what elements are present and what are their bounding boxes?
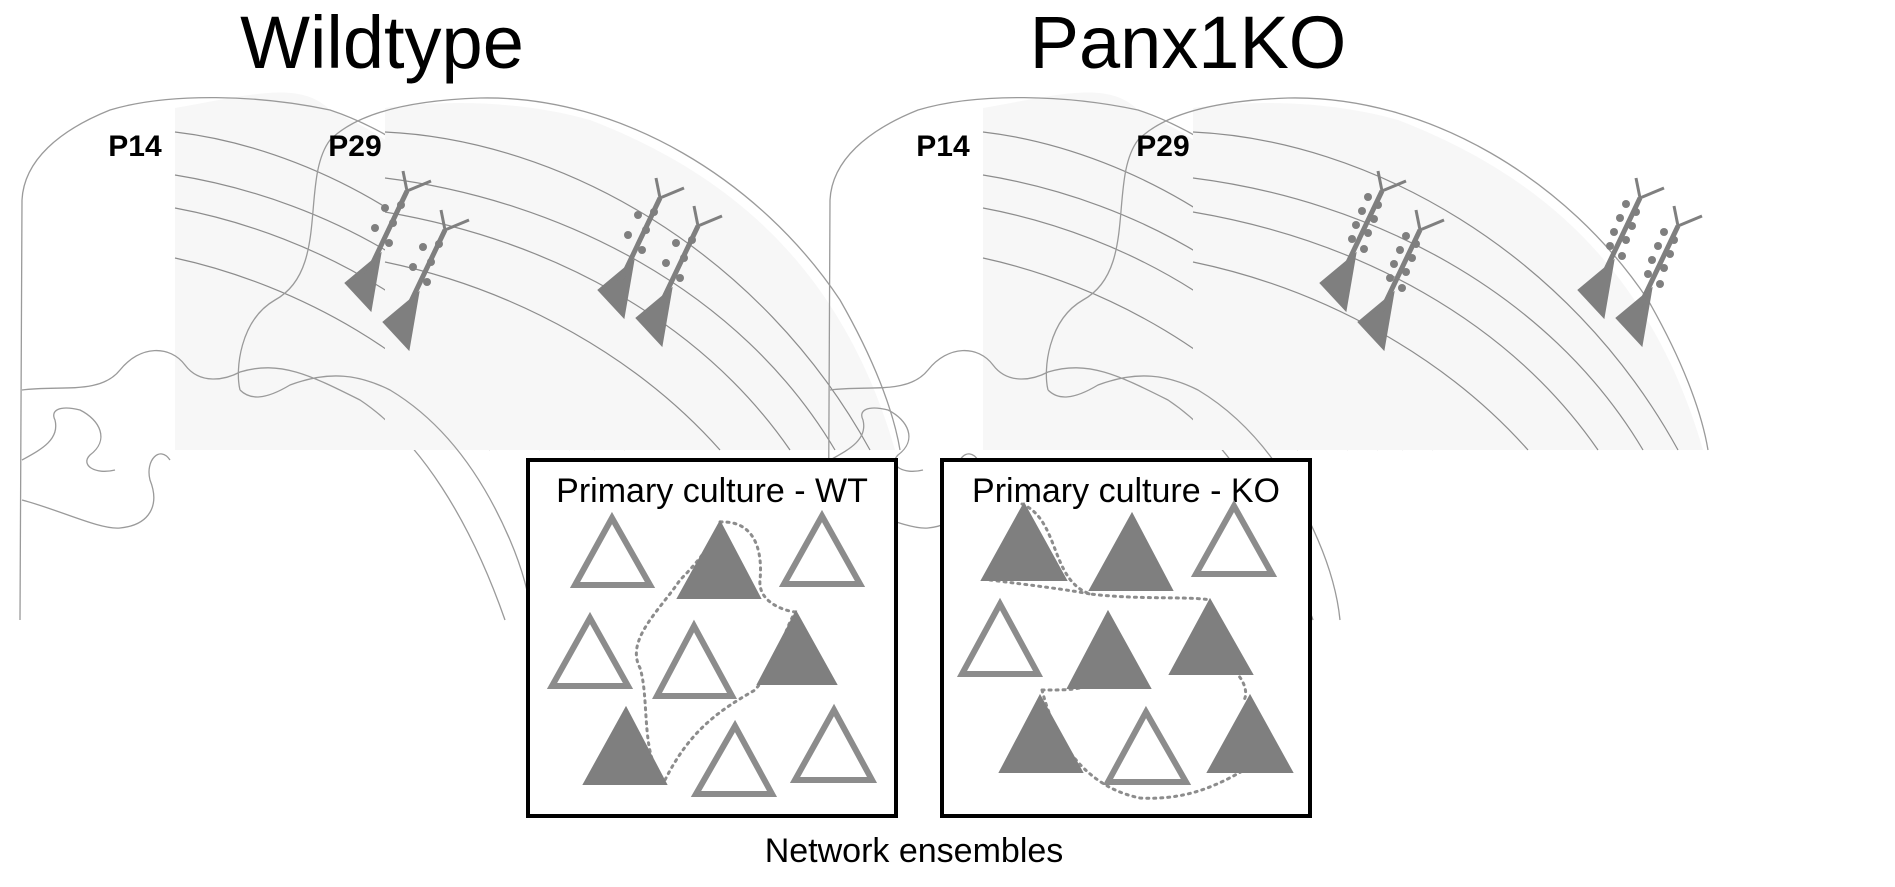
culture-box-wt: Primary culture - WT: [526, 458, 898, 818]
filled-cell: [1066, 609, 1152, 689]
wildtype-panel: Wildtype P14 P29: [19, 1, 901, 621]
open-cell: [789, 703, 878, 783]
age-label-p29-ko: P29: [1136, 130, 1189, 163]
filled-cell: [756, 609, 838, 685]
filled-cell: [1168, 597, 1254, 675]
ensemble-path-ko: [988, 502, 1248, 800]
filled-cell: [980, 501, 1068, 581]
caption-network-ensembles: Network ensembles: [765, 832, 1064, 870]
age-label-p14-wt: P14: [108, 130, 162, 163]
open-cell: [1190, 499, 1278, 577]
wildtype-title: Wildtype: [240, 1, 524, 84]
open-cell: [546, 611, 634, 689]
filled-cell: [998, 693, 1084, 773]
open-cell: [778, 509, 866, 587]
age-label-p14-ko: P14: [916, 130, 970, 163]
knockout-title: Panx1KO: [1030, 1, 1347, 84]
ensemble-path-wt: [634, 520, 798, 783]
culture-title-wt: Primary culture - WT: [556, 472, 868, 510]
open-cell: [1102, 705, 1192, 785]
culture-box-ko: Primary culture - KO: [940, 458, 1312, 818]
open-cell: [652, 619, 738, 699]
open-cell: [956, 597, 1044, 677]
knockout-panel: Panx1KO P14 P29: [827, 1, 1709, 621]
age-label-p29-wt: P29: [328, 130, 381, 163]
open-cell: [569, 511, 656, 588]
filled-cell: [1088, 511, 1174, 591]
filled-cell: [1206, 693, 1294, 773]
filled-cell: [582, 705, 668, 785]
open-cell: [690, 719, 778, 797]
filled-cell: [676, 519, 762, 599]
